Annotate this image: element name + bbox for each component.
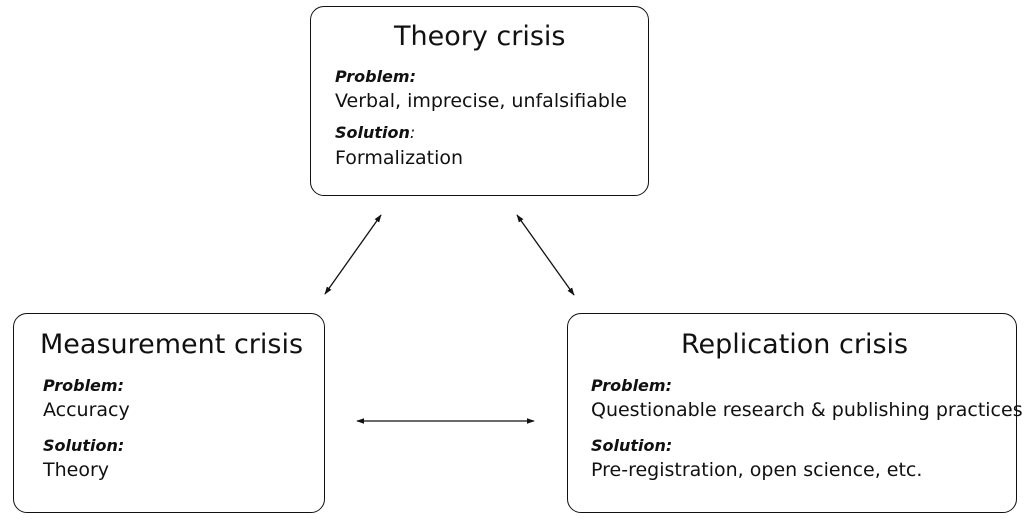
arrow-theory-replication (516, 214, 575, 296)
measurement-solution-label: Solution: (43, 436, 125, 455)
measurement-crisis-title: Measurement crisis (40, 329, 304, 360)
theory-solution-label-colon: : (409, 123, 416, 142)
theory-solution-label-text: Solution (335, 123, 410, 142)
measurement-problem-label: Problem: (43, 376, 124, 395)
measurement-solution-text: Theory (43, 459, 110, 481)
replication-crisis-box: Replication crisis Problem: Questionable… (567, 313, 1023, 513)
replication-solution-label: Solution: (591, 436, 673, 455)
theory-problem-text: Verbal, imprecise, unfalsifiable (335, 90, 627, 112)
arrow-theory-measurement (324, 214, 382, 295)
measurement-problem-text: Accuracy (43, 399, 130, 421)
theory-crisis-title: Theory crisis (394, 21, 566, 52)
theory-solution-text: Formalization (335, 147, 464, 169)
theory-problem-label: Problem: (335, 67, 416, 86)
replication-problem-text: Questionable research & publishing pract… (591, 399, 1023, 421)
replication-solution-text: Pre-registration, open science, etc. (591, 459, 923, 481)
replication-crisis-title: Replication crisis (681, 329, 909, 360)
measurement-crisis-box: Measurement crisis Problem: Accuracy Sol… (13, 313, 325, 513)
theory-crisis-box: Theory crisis Problem: Verbal, imprecise… (310, 6, 649, 196)
theory-solution-label: Solution: (335, 123, 415, 142)
replication-problem-label: Problem: (591, 376, 672, 395)
